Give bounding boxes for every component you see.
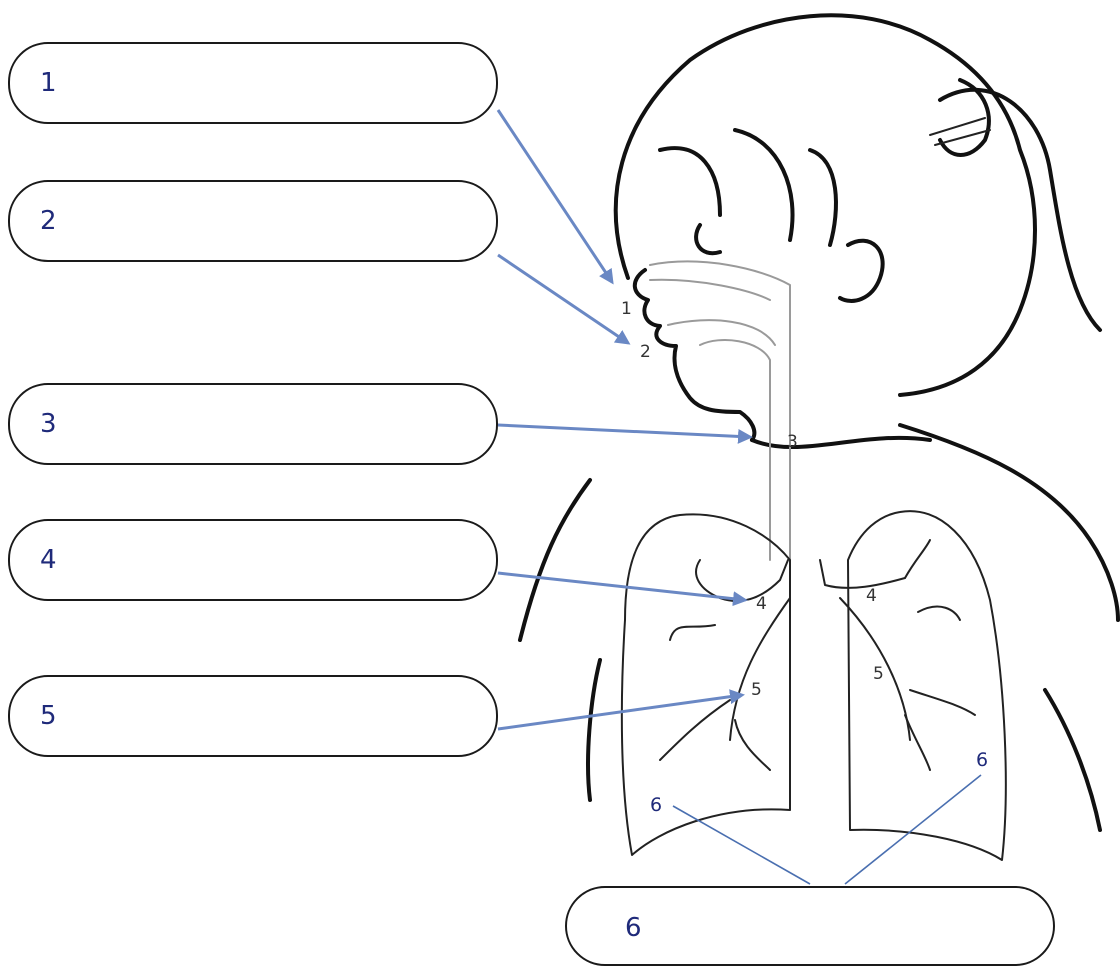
answer-box-3[interactable]: 3 <box>8 383 498 465</box>
figure-marker-6-right: 6 <box>976 749 988 771</box>
pointer-arrows <box>498 110 981 884</box>
hair <box>616 15 1100 395</box>
figure-marker-5-left: 5 <box>751 680 762 700</box>
figure-marker-3: 3 <box>787 432 798 452</box>
figure-marker-5-right: 5 <box>873 664 884 684</box>
figure-marker-1: 1 <box>621 299 632 319</box>
arrow-2 <box>498 255 628 343</box>
figure-marker-2: 2 <box>640 342 651 362</box>
answer-box-4[interactable]: 4 <box>8 519 498 601</box>
answer-box-5[interactable]: 5 <box>8 675 498 757</box>
answer-box-6[interactable]: 6 <box>565 886 1055 966</box>
arrow-1 <box>498 110 612 282</box>
answer-number-4: 4 <box>40 547 57 573</box>
answer-number-1: 1 <box>40 70 57 96</box>
answer-box-1[interactable]: 1 <box>8 42 498 124</box>
answer-number-5: 5 <box>40 703 57 729</box>
figure-marker-6-left: 6 <box>650 794 662 816</box>
answer-number-6: 6 <box>625 915 642 941</box>
arrow-5 <box>498 695 742 729</box>
lungs <box>622 511 1006 860</box>
arrow-3 <box>498 425 750 437</box>
figure-marker-4-right: 4 <box>866 586 877 606</box>
answer-number-3: 3 <box>40 411 57 437</box>
answer-box-2[interactable]: 2 <box>8 180 498 262</box>
leader-6-left <box>673 806 810 884</box>
answer-number-2: 2 <box>40 208 57 234</box>
figure-marker-4-left: 4 <box>756 594 767 614</box>
